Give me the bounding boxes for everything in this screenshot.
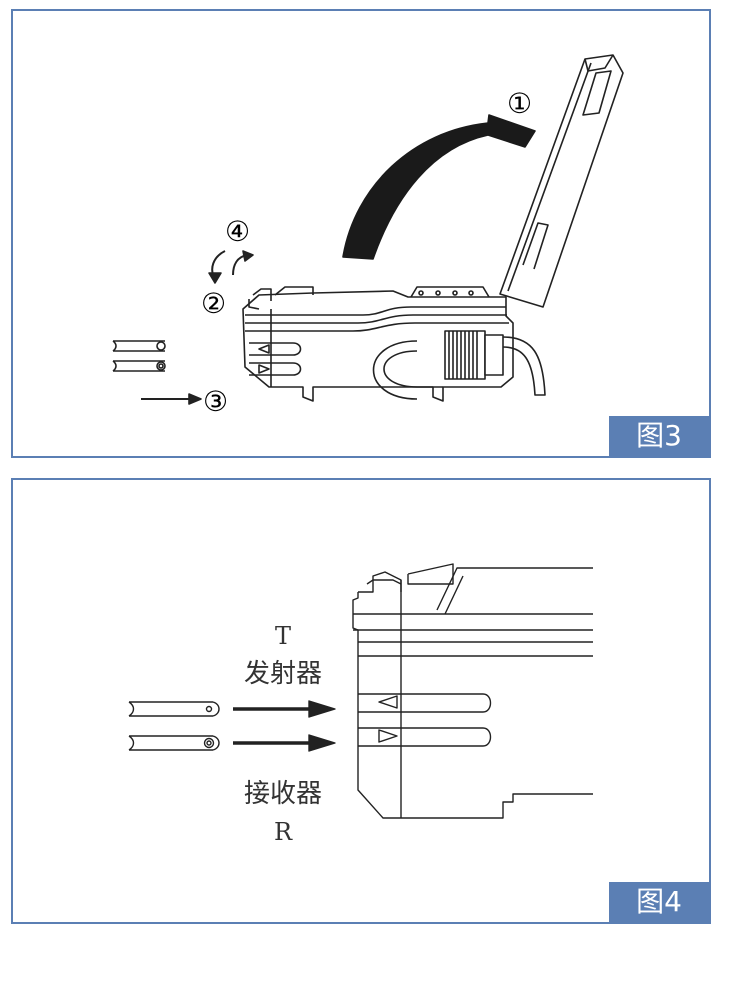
emitter-code-label: T (275, 622, 291, 650)
figure-3-panel: ① ② ③ ④ 图3 (11, 9, 711, 458)
receiver-code-label: R (274, 818, 293, 846)
amplifier-body (242, 286, 546, 402)
receiver-fiber (128, 735, 220, 751)
open-lid (499, 54, 624, 308)
step-1-label: ① (507, 87, 532, 120)
lock-arrows (208, 250, 254, 284)
receiver-name-label: 接收器 (244, 779, 322, 809)
step-4-label: ④ (225, 215, 250, 248)
amplifier-closeup (352, 563, 593, 819)
step-2-label: ② (201, 287, 226, 320)
fiber-cables (112, 340, 166, 372)
emitter-fiber (128, 701, 220, 717)
emitter-name-label: 发射器 (244, 659, 322, 689)
figure-3-label: 图3 (609, 416, 709, 456)
figure-4-drawing: T 发射器 接收器 R (128, 563, 593, 846)
figure-4-panel: T 发射器 接收器 R 图4 (11, 478, 711, 924)
open-cover-arrow (342, 114, 536, 260)
figure-4-label: 图4 (609, 882, 709, 922)
step-3-label: ③ (203, 385, 228, 418)
figure-3-drawing: ① ② ③ ④ (112, 54, 624, 418)
fiber-cables (128, 701, 220, 751)
